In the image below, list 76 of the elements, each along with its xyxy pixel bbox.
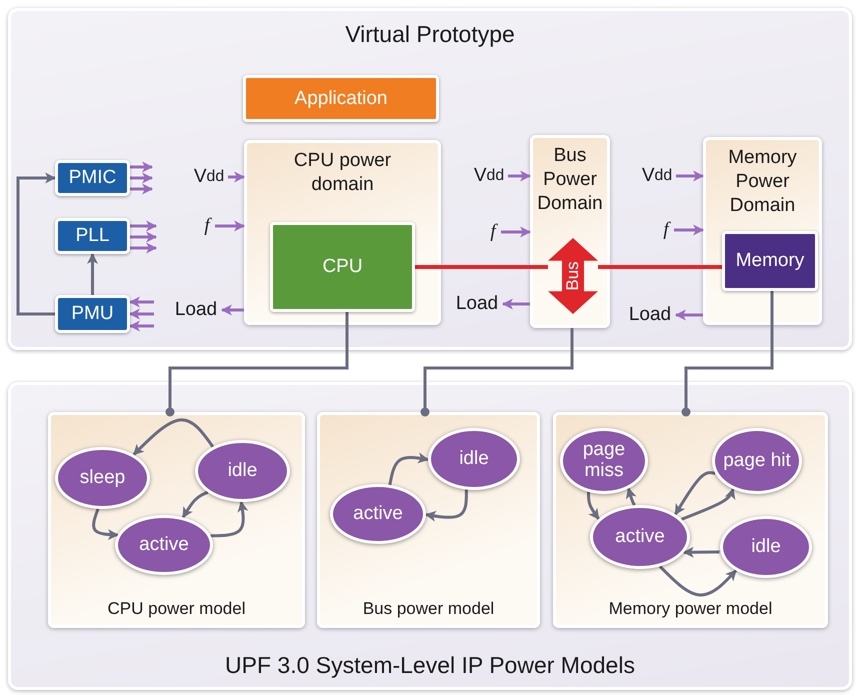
state-ellipse: active xyxy=(590,505,690,569)
controller-block: PLL xyxy=(55,218,130,254)
connection-line xyxy=(598,265,722,269)
bus-double-arrow xyxy=(548,238,598,314)
arrow xyxy=(132,418,214,456)
arrow xyxy=(130,172,154,184)
state-ellipse: idle xyxy=(195,440,290,502)
arrow xyxy=(130,184,154,194)
state-ellipse: idle xyxy=(428,428,520,490)
arrow xyxy=(16,172,56,316)
arrow xyxy=(674,224,704,236)
memory-block: Memory xyxy=(722,231,818,291)
section-panel xyxy=(8,8,852,350)
arrow xyxy=(228,172,246,182)
section-panel xyxy=(8,382,852,690)
state-ellipse: idle xyxy=(720,516,812,578)
panel-title: UPF 3.0 System-Level IP Power Models xyxy=(225,652,635,679)
application-block: Application xyxy=(243,75,439,122)
domain-heading: Memory Power Domain xyxy=(727,146,798,218)
arrow xyxy=(130,220,158,232)
card-caption: CPU power model xyxy=(108,599,246,619)
arrow xyxy=(586,492,600,520)
arrow xyxy=(128,308,154,320)
connector-line xyxy=(682,291,774,416)
arrow xyxy=(220,304,244,316)
bus-label: Bus xyxy=(563,261,583,291)
card-caption: Memory power model xyxy=(608,599,772,619)
power-domain-box xyxy=(703,137,822,325)
arrow xyxy=(508,170,532,182)
domain-heading: Bus Power Domain xyxy=(536,144,604,216)
state-ellipse: active xyxy=(115,515,213,575)
arrow xyxy=(626,487,636,506)
panel-title: Virtual Prototype xyxy=(345,21,515,48)
connector-line xyxy=(420,328,574,416)
power-domain-box xyxy=(530,135,610,328)
controller-block: PMIC xyxy=(55,160,130,196)
controller-block: PMU xyxy=(55,295,130,333)
signal-label: Load xyxy=(624,302,676,328)
arrow xyxy=(87,252,98,295)
arrow xyxy=(658,565,738,596)
model-card xyxy=(48,412,305,628)
arrow xyxy=(130,232,158,242)
arrow xyxy=(92,508,119,540)
arrow xyxy=(388,452,430,486)
arrow xyxy=(502,298,530,310)
arrow xyxy=(130,242,158,254)
arrow xyxy=(674,310,703,320)
signal-label: f xyxy=(199,213,215,239)
connection-line xyxy=(415,265,548,269)
power-domain-box xyxy=(244,140,441,325)
arrow xyxy=(128,320,154,332)
arrow xyxy=(215,220,246,232)
state-ellipse: sleep xyxy=(55,447,150,509)
arrow xyxy=(501,226,532,238)
signal-label: f xyxy=(658,217,674,243)
state-ellipse: page hit xyxy=(712,428,802,494)
arrow xyxy=(182,490,208,518)
arrow xyxy=(674,471,716,516)
signal-label: f xyxy=(485,219,501,245)
signal-label: Load xyxy=(451,291,503,317)
state-ellipse: active xyxy=(330,484,426,544)
arrow xyxy=(424,490,468,522)
domain-heading: CPU power domain xyxy=(292,149,392,196)
arrow xyxy=(128,296,154,308)
arrow xyxy=(130,162,154,172)
arrow xyxy=(676,170,704,182)
arrow xyxy=(682,546,721,558)
arrow xyxy=(681,488,736,521)
card-caption: Bus power model xyxy=(362,599,494,619)
connector-line xyxy=(166,312,348,416)
state-ellipse: page miss xyxy=(560,428,648,494)
model-card xyxy=(317,412,540,628)
signal-label: Load xyxy=(170,297,222,323)
model-card xyxy=(553,412,828,628)
arrow xyxy=(210,500,248,538)
cpu-block: CPU xyxy=(270,222,415,312)
